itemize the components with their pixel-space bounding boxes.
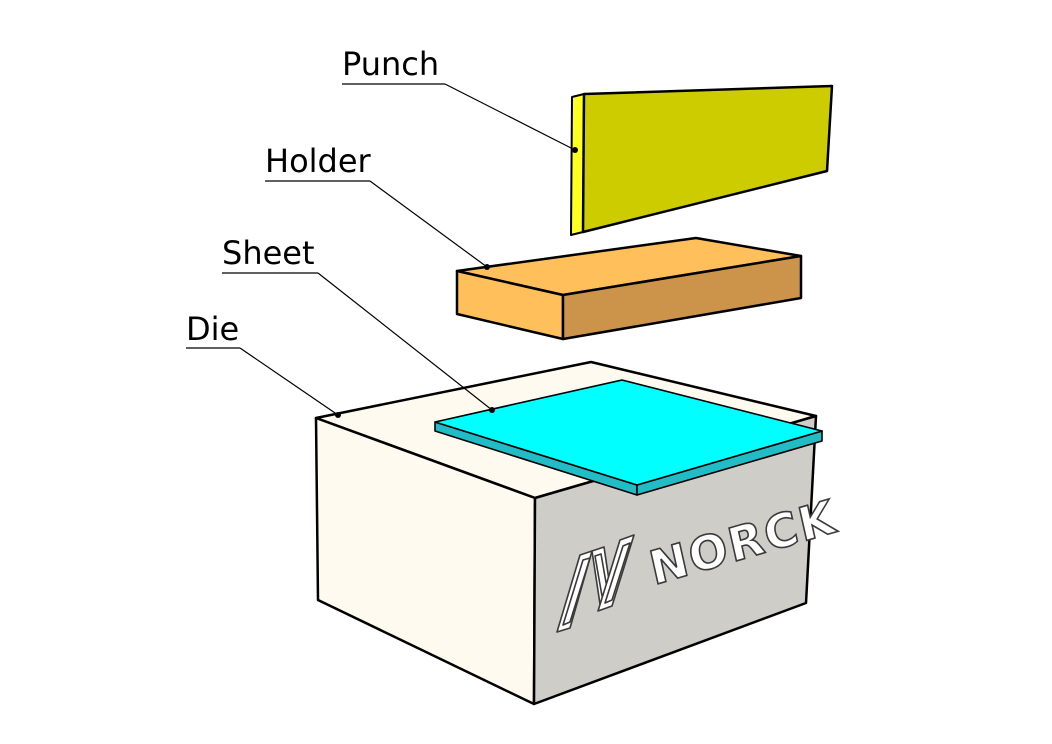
label-punch-dot bbox=[572, 147, 578, 153]
sheet-plate bbox=[434, 379, 823, 496]
label-sheet-dot bbox=[489, 407, 495, 413]
label-sheet-leader bbox=[317, 272, 493, 411]
label-holder: Holder bbox=[265, 142, 490, 270]
holder-side-face bbox=[561, 254, 803, 341]
punch-main-face bbox=[581, 84, 834, 234]
label-sheet-text: Sheet bbox=[222, 234, 315, 272]
sheet-top-face bbox=[434, 379, 823, 486]
holder-block bbox=[455, 236, 803, 341]
label-die-dot bbox=[335, 412, 341, 418]
label-holder-dot bbox=[484, 264, 490, 270]
label-holder-text: Holder bbox=[265, 142, 372, 180]
die-block bbox=[314, 360, 818, 706]
label-die: Die bbox=[186, 310, 341, 418]
label-punch-text: Punch bbox=[342, 45, 439, 83]
label-punch-leader bbox=[444, 83, 576, 151]
label-die-leader bbox=[239, 347, 339, 416]
label-die-text: Die bbox=[186, 310, 239, 348]
label-sheet: Sheet bbox=[222, 234, 495, 413]
norck-n-mark bbox=[556, 534, 635, 633]
punch-plate bbox=[570, 84, 834, 236]
label-punch: Punch bbox=[342, 45, 578, 153]
label-holder-leader bbox=[369, 180, 488, 268]
